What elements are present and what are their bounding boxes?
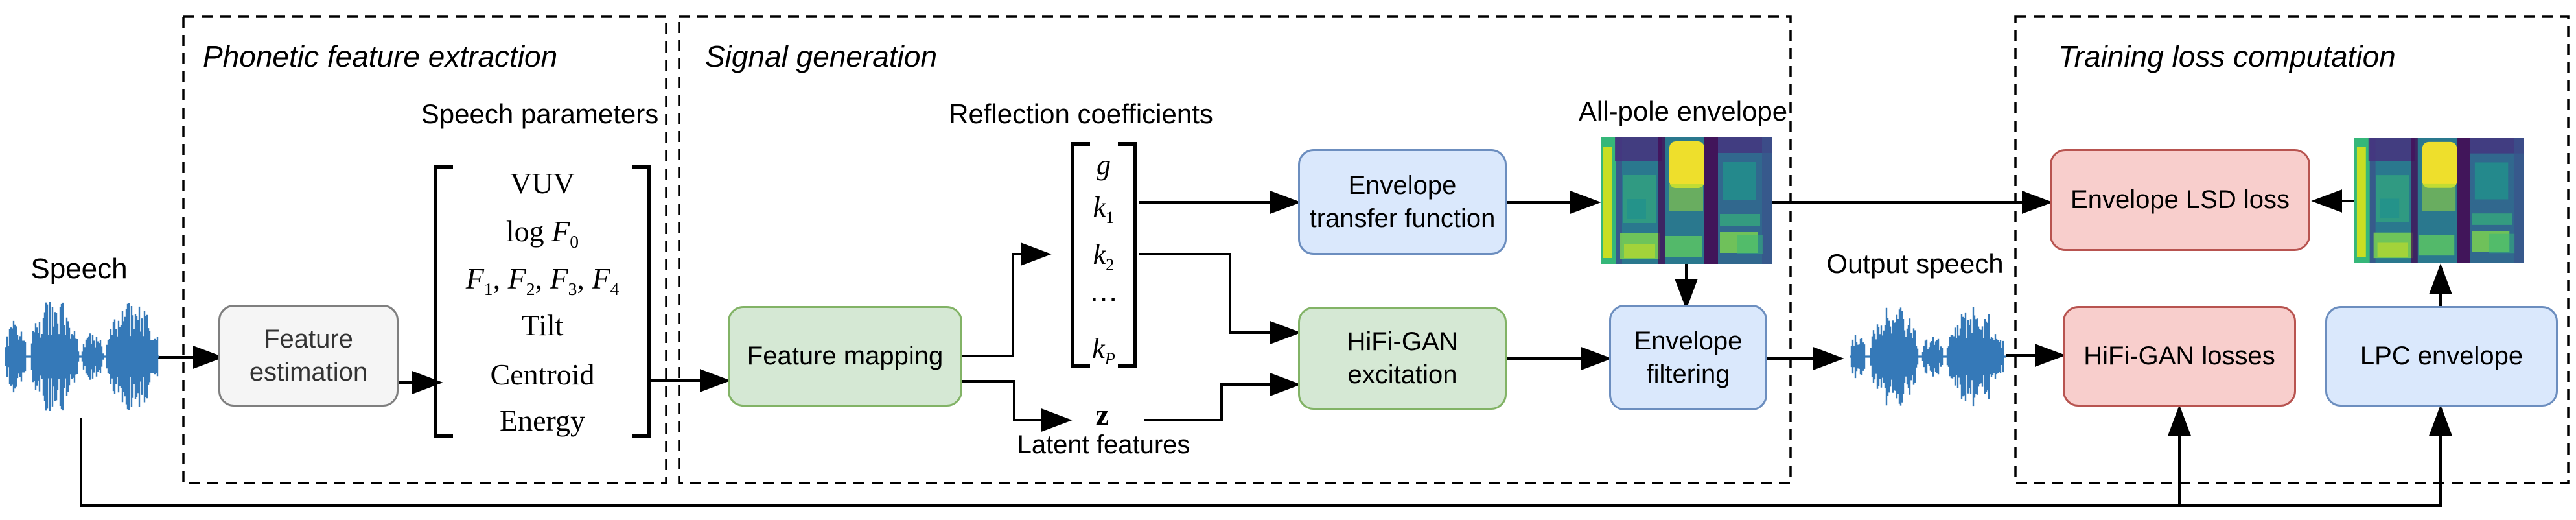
reflection-coefficients-bracket — [1071, 142, 1137, 368]
arrow-feature-mapping-to-latent — [962, 380, 1073, 432]
matrix-row-k1: k1 — [1093, 191, 1115, 227]
arrow-latent-to-hifigan-excitation — [1144, 373, 1301, 421]
matrix-row-kp: kP — [1092, 333, 1115, 368]
arrow-allpole-to-envelope-lsd — [1772, 191, 2053, 214]
speech-waveform-icon — [3, 295, 160, 421]
latent-features-label: Latent features — [1017, 431, 1190, 459]
envelope-filtering-box: Envelope filtering — [1609, 305, 1767, 410]
arrow-lpc-envelope-to-spectrogram — [2429, 263, 2452, 306]
reflection-coefficients-label: Reflection coefficients — [949, 99, 1213, 129]
matrix-row-g: g — [1097, 149, 1111, 181]
feature-mapping-box: Feature mapping — [728, 306, 962, 407]
section-title-phonetic: Phonetic feature extraction — [203, 40, 558, 73]
all-pole-envelope-spectrogram-icon — [1601, 137, 1772, 264]
hifi-gan-losses-box: HiFi-GAN losses — [2063, 306, 2296, 407]
matrix-row-energy: Energy — [499, 404, 586, 437]
speech-parameters-bracket — [434, 165, 651, 438]
matrix-row-tilt: Tilt — [521, 309, 564, 342]
feature-estimation-label: Feature estimation — [249, 325, 368, 386]
arrow-reflection-to-envelope-transfer — [1139, 191, 1301, 214]
envelope-filtering-label: Envelope filtering — [1634, 327, 1743, 388]
arrow-reflection-to-hifigan-excitation — [1139, 253, 1301, 344]
output-speech-label: Output speech — [1826, 248, 2004, 279]
lpc-envelope-spectrogram-icon — [2354, 138, 2524, 263]
arrow-speech-to-feature-estimation — [157, 346, 224, 369]
lpc-envelope-label: LPC envelope — [2360, 342, 2524, 371]
matrix-row-k2: k2 — [1093, 239, 1115, 274]
feedback-speech-line — [80, 405, 2452, 507]
all-pole-envelope-label: All-pole envelope — [1578, 96, 1788, 126]
hifi-gan-excitation-label: HiFi-GAN excitation — [1347, 327, 1458, 389]
matrix-row-formants: F1, F2, F3, F4 — [465, 262, 620, 300]
hifi-gan-losses-label: HiFi-GAN losses — [2083, 342, 2275, 371]
signal-section-frame — [678, 15, 1792, 484]
output-speech-waveform-icon — [1849, 298, 2007, 418]
hifi-gan-excitation-box: HiFi-GAN excitation — [1298, 307, 1507, 410]
matrix-row-centroid: Centroid — [490, 358, 595, 391]
training-section-frame — [2014, 15, 2570, 484]
arrow-lpc-spectrogram-to-envelope-lsd — [2311, 189, 2354, 213]
arrow-excitation-to-envelope-filtering — [1507, 347, 1612, 370]
latent-symbol: z — [1095, 398, 1109, 431]
matrix-row-vuv: VUV — [510, 167, 575, 200]
lpc-envelope-box: LPC envelope — [2325, 306, 2558, 407]
envelope-lsd-loss-label: Envelope LSD loss — [2071, 185, 2290, 215]
arrow-envelope-filtering-to-output — [1767, 347, 1844, 370]
feature-mapping-label: Feature mapping — [747, 342, 944, 371]
arrow-feature-estimation-to-parameters — [399, 371, 443, 394]
speech-input-label: Speech — [30, 253, 128, 285]
section-title-signal: Signal generation — [705, 40, 938, 73]
envelope-lsd-loss-box: Envelope LSD loss — [2050, 149, 2310, 251]
arrow-parameters-to-feature-mapping — [649, 369, 731, 392]
feature-estimation-box: Feature estimation — [218, 305, 399, 407]
matrix-row-logf0: log F0 — [505, 215, 579, 252]
matrix-row-dots: ⋯ — [1089, 283, 1118, 315]
arrow-envelope-transfer-to-allpole — [1507, 191, 1601, 214]
envelope-transfer-function-box: Envelope transfer function — [1298, 149, 1507, 255]
arrow-output-to-hifigan-losses — [2006, 344, 2066, 367]
speech-parameters-label: Speech parameters — [421, 99, 659, 129]
envelope-transfer-function-label: Envelope transfer function — [1309, 171, 1496, 233]
arrow-feature-mapping-to-reflection — [962, 242, 1052, 357]
arrow-allpole-to-envelope-filtering — [1675, 264, 1698, 310]
phonetic-section-frame — [182, 15, 667, 484]
section-title-training: Training loss computation — [2058, 40, 2396, 73]
